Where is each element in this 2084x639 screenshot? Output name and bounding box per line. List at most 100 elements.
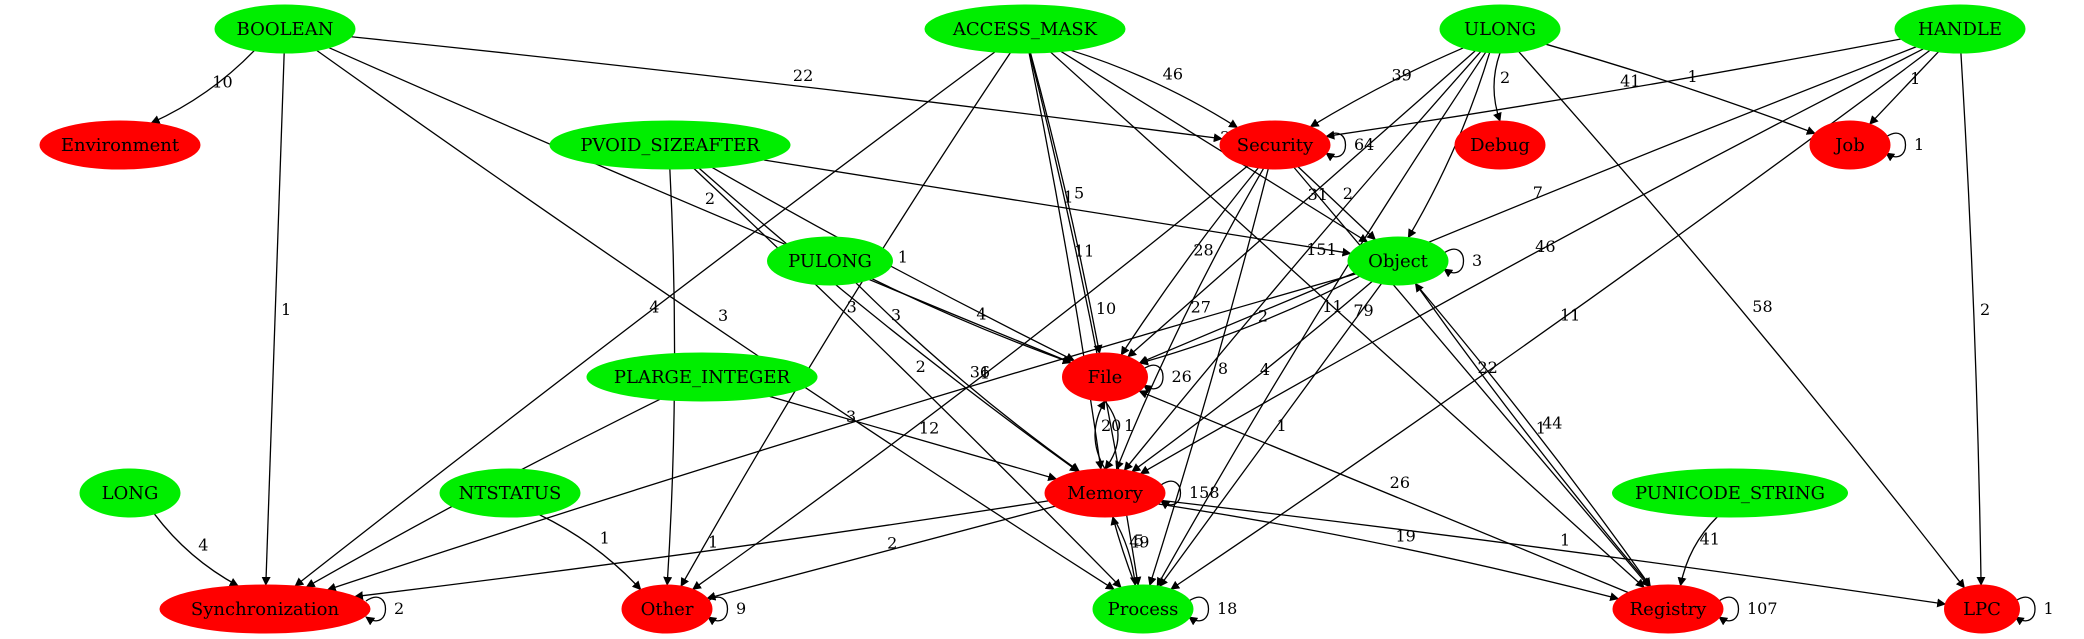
edge-weight-label: 1 — [1536, 418, 1546, 437]
node-access-mask: ACCESS_MASK — [924, 4, 1126, 54]
edge-object-to-registry: 44 — [1414, 283, 1651, 588]
node-ellipse — [586, 352, 818, 402]
edge-weight-label: 44 — [1542, 413, 1562, 432]
node-ellipse — [1044, 468, 1166, 518]
edge-line — [692, 165, 1249, 590]
edge-line — [326, 273, 1357, 592]
edge-line — [2014, 596, 2036, 626]
edge-weight-label: 5 — [1074, 183, 1084, 202]
edge-line — [698, 167, 1079, 473]
node-registry: Registry — [1612, 584, 1724, 634]
node-label: PVOID_SIZEAFTER — [580, 135, 760, 156]
edge-line — [1070, 49, 1239, 129]
edge-weight-label: 2 — [1258, 306, 1268, 325]
edge-weight-label: 41 — [1700, 529, 1720, 548]
edge-line — [1094, 400, 1106, 470]
edge-boolean-to-file: 2 — [328, 47, 1072, 364]
edge-security-to-object: 2 — [1297, 166, 1376, 241]
edge-handle-to-file: 7 — [1138, 46, 1917, 364]
edge-line — [1493, 52, 1502, 122]
edge-weight-label: 1 — [898, 248, 908, 267]
node-ellipse — [1944, 584, 2020, 634]
edge-line — [706, 505, 1056, 601]
edge-weight-label: 1 — [281, 300, 291, 319]
node-plarge-integer: PLARGE_INTEGER — [586, 352, 818, 402]
edge-weight-label: 151 — [1306, 240, 1337, 259]
node-label: BOOLEAN — [237, 19, 334, 40]
edge-line — [1293, 167, 1650, 588]
edge-job-to-job: 1 — [1885, 132, 1924, 162]
edge-weight-label: 1 — [2044, 599, 2054, 618]
edge-weight-label: 158 — [1189, 483, 1220, 502]
edge-line — [328, 47, 1072, 364]
edge-access-mask-to-memory: 11 — [1028, 52, 1105, 470]
node-boolean: BOOLEAN — [214, 4, 356, 54]
node-label: HANDLE — [1918, 19, 2002, 40]
node-ellipse — [767, 236, 893, 286]
edge-security-to-registry: 22 — [1293, 167, 1650, 588]
edge-object-to-file: 2 — [1138, 275, 1360, 366]
node-environment: Environment — [39, 120, 201, 170]
node-label: Environment — [61, 135, 180, 156]
edge-line — [316, 49, 1115, 590]
edge-line — [1885, 132, 1906, 162]
node-ellipse — [79, 468, 181, 518]
edge-weight-label: 1 — [708, 533, 718, 552]
edge-weight-label: 22 — [1478, 358, 1498, 377]
edge-weight-label: 9 — [736, 599, 746, 618]
edge-line — [1414, 283, 1651, 588]
edge-line — [1139, 48, 1924, 475]
edge-weight-label: 2 — [916, 357, 926, 376]
edge-weight-label: 46 — [1535, 237, 1555, 256]
edge-line — [1960, 52, 1986, 586]
node-ellipse — [621, 584, 713, 634]
edge-line — [871, 278, 1072, 365]
edge-weight-label: 1 — [1914, 135, 1924, 154]
node-label: Security — [1237, 135, 1314, 156]
edge-weight-label: 3 — [718, 306, 728, 325]
edge-weight-label: 2 — [705, 189, 715, 208]
edge-weight-label: 18 — [1217, 599, 1237, 618]
edge-line — [1161, 499, 1947, 608]
node-label: Memory — [1067, 483, 1144, 504]
node-ellipse — [1219, 120, 1331, 170]
node-label: NTSTATUS — [459, 483, 562, 504]
edge-weight-label: 36 — [970, 363, 990, 382]
edge-line — [1443, 248, 1464, 278]
node-ellipse — [1062, 352, 1148, 402]
edge-pulong-to-memory: 36 — [855, 282, 1081, 472]
node-ellipse — [924, 4, 1126, 54]
edge-long-to-synchronization: 4 — [153, 513, 239, 587]
edge-weight-label: 12 — [919, 419, 939, 438]
edge-memory-to-other: 2 — [706, 505, 1056, 601]
node-job: Job — [1809, 120, 1891, 170]
node-label: File — [1088, 367, 1123, 388]
edge-ulong-to-memory: 151 — [1123, 51, 1482, 471]
node-object: Object — [1347, 236, 1449, 286]
node-ellipse — [39, 120, 201, 170]
node-label: LPC — [1963, 599, 2001, 620]
node-label: Other — [641, 599, 694, 620]
edge-ulong-to-job: 1 — [1546, 43, 1816, 135]
edge-line — [351, 36, 1223, 143]
edge-weight-label: 3 — [847, 297, 857, 316]
node-security: Security — [1219, 120, 1331, 170]
edge-weight-label: 11 — [1074, 242, 1094, 261]
node-label: ULONG — [1464, 19, 1536, 40]
edge-boolean-to-security: 22 — [351, 36, 1223, 143]
edge-line — [1138, 390, 1629, 594]
node-file: File — [1062, 352, 1148, 402]
node-label: ACCESS_MASK — [952, 19, 1098, 40]
edge-line — [539, 514, 642, 591]
edge-weight-label: 7 — [1533, 183, 1543, 202]
edge-line — [1407, 52, 1491, 239]
edge-line — [1718, 596, 1739, 626]
edge-line — [1028, 52, 1105, 470]
edge-weight-label: 2 — [1500, 68, 1510, 87]
node-ellipse — [1809, 120, 1891, 170]
edge-weight-label: 26 — [1390, 473, 1410, 492]
edge-memory-to-lpc: 1 — [1161, 499, 1947, 608]
node-ellipse — [1612, 468, 1848, 518]
edge-object-to-process: 1 — [1159, 283, 1382, 588]
edge-handle-to-lpc: 2 — [1960, 52, 1990, 586]
